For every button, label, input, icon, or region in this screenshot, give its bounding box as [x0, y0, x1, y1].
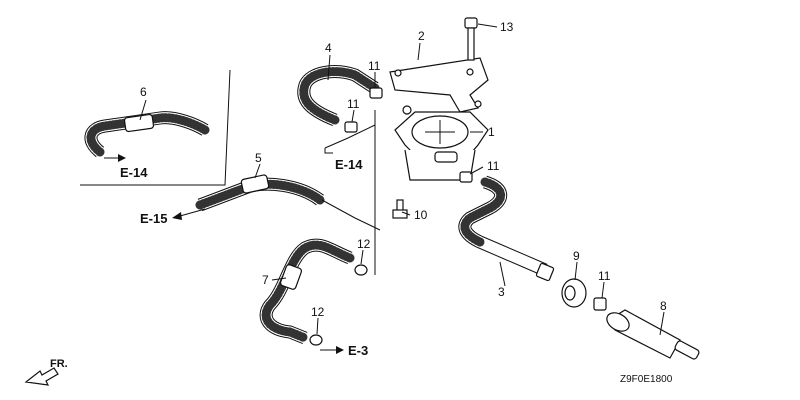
callout-fuel-pump: 1 [488, 125, 495, 139]
clip-11-c-shape [459, 171, 473, 183]
ref-e14-b: E-14 [120, 165, 148, 180]
callout-fuel-filter: 8 [660, 299, 667, 313]
diagram-code: Z9F0E1800 [620, 374, 673, 385]
ref-e15: E-15 [140, 211, 167, 226]
bracket [389, 57, 489, 113]
callout-clip-11-a: 11 [368, 59, 381, 73]
callout-clip-12-b: 12 [311, 305, 325, 319]
tube-4 [297, 65, 380, 127]
callout-clip-11-d: 11 [598, 269, 611, 283]
callout-clip-11-c: 11 [487, 159, 500, 173]
callout-clip-12-a: 12 [357, 237, 371, 251]
callout-tube-4: 4 [325, 41, 332, 55]
callout-clip-11-b: 11 [347, 97, 360, 111]
callout-bolt-10: 10 [414, 208, 428, 222]
tube-6 [84, 111, 210, 158]
tube-7 [259, 238, 355, 345]
bolt-10-shape [392, 199, 408, 219]
callout-tube-3: 3 [498, 285, 505, 299]
callout-bolt-13: 13 [500, 20, 514, 34]
callout-grommet: 9 [573, 249, 580, 263]
callout-tube-5: 5 [255, 151, 262, 165]
front-label: FR. [50, 358, 68, 370]
ref-e3: E-3 [348, 343, 368, 358]
ref-e14-a: E-14 [335, 157, 363, 172]
fuel-pump [394, 105, 489, 181]
clip-12-a-shape [354, 264, 368, 276]
fuel-filter [606, 309, 700, 360]
tube-5 [195, 174, 381, 231]
leader-e14-a [324, 124, 376, 149]
front-arrow-icon [24, 367, 59, 386]
tube-3 [458, 175, 555, 282]
bolt-13-shape [464, 17, 478, 61]
clip-11-d-shape [593, 297, 607, 311]
callout-bracket: 2 [418, 29, 425, 43]
callout-tube-6: 6 [140, 85, 147, 99]
leaders [139, 23, 665, 336]
clip-11-a-shape [369, 87, 383, 99]
section-divider [80, 69, 231, 186]
grommet [561, 278, 587, 308]
callout-tube-7: 7 [262, 273, 269, 287]
clip-12-b-shape [309, 334, 323, 346]
clip-11-b-shape [344, 121, 358, 133]
